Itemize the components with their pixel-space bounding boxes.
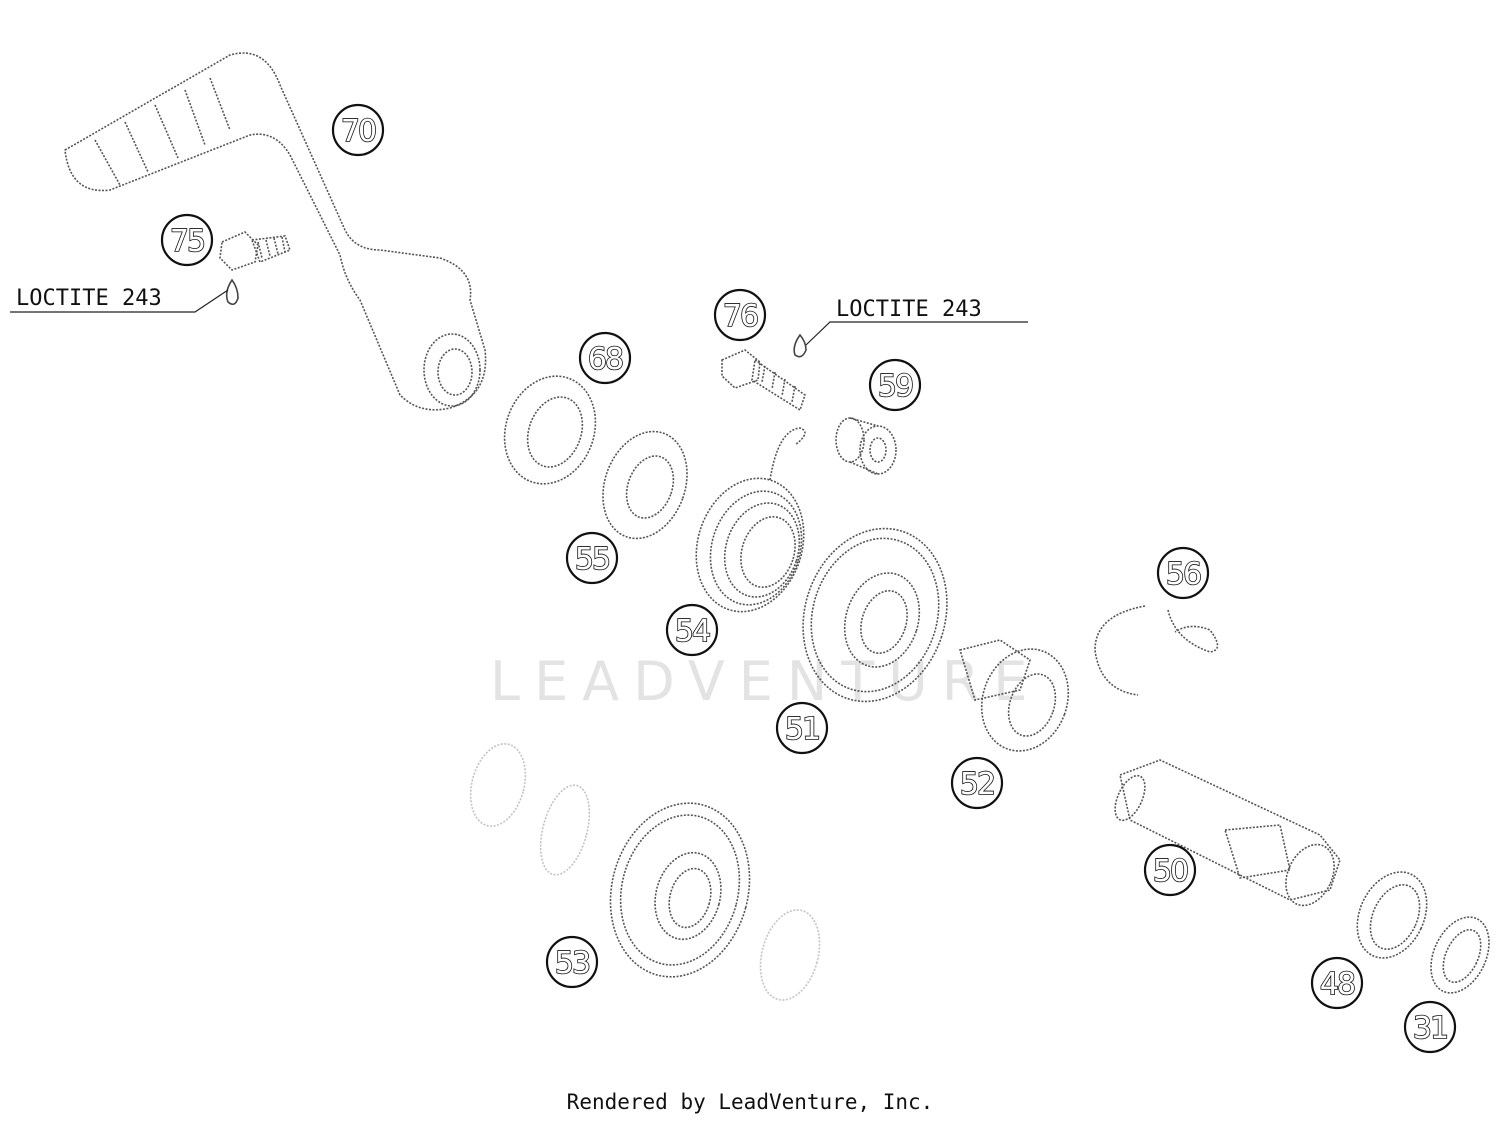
kickstarter-gear (802, 527, 948, 703)
watermark: LEADVENTURE (490, 650, 1041, 713)
sleeve (835, 417, 897, 475)
svg-text:59: 59 (878, 369, 912, 404)
callout-55: 55 (565, 531, 619, 585)
svg-text:53: 53 (555, 946, 589, 981)
footer-credit: Rendered by LeadVenture, Inc. (566, 1090, 934, 1114)
bushing (602, 430, 688, 540)
callout-48: 48 (1310, 956, 1364, 1010)
callout-53: 53 (545, 935, 599, 989)
svg-text:LOCTITE 243: LOCTITE 243 (16, 286, 162, 311)
callout-68: 68 (578, 331, 632, 385)
loctite-note-left: LOCTITE 243 (10, 286, 229, 313)
spring-bolt (721, 333, 807, 412)
svg-text:54: 54 (675, 614, 710, 649)
circlip (1094, 605, 1219, 696)
svg-text:76: 76 (723, 299, 758, 334)
callout-59: 59 (868, 358, 922, 412)
lever-bolt (219, 231, 292, 306)
svg-text:55: 55 (575, 542, 609, 577)
ratchet (958, 639, 1070, 752)
svg-text:56: 56 (1166, 557, 1201, 592)
svg-text:68: 68 (588, 342, 623, 377)
callout-31: 31 (1403, 1000, 1457, 1054)
phantom-parts (469, 743, 821, 1001)
svg-text:75: 75 (170, 224, 204, 259)
callout-50: 50 (1143, 843, 1197, 897)
callout-54: 54 (665, 603, 719, 657)
kickstarter-lever (64, 52, 487, 411)
washer (1430, 916, 1490, 994)
loctite-note-right: LOCTITE 243 (805, 297, 1028, 346)
callout-76: 76 (713, 288, 767, 342)
snap-ring (1356, 871, 1428, 959)
svg-text:50: 50 (1153, 854, 1188, 889)
callout-56: 56 (1156, 546, 1210, 600)
callout-75: 75 (160, 213, 214, 267)
callout-51: 51 (775, 701, 829, 755)
svg-text:31: 31 (1413, 1011, 1447, 1046)
return-spring (695, 427, 806, 613)
kickstarter-shaft (1114, 759, 1341, 907)
seal-ring (503, 375, 597, 485)
callout-52: 52 (950, 756, 1004, 810)
callout-70: 70 (331, 103, 385, 157)
svg-text:51: 51 (785, 712, 819, 747)
svg-text:48: 48 (1320, 967, 1355, 1002)
idler-gear (609, 802, 751, 978)
svg-text:52: 52 (960, 767, 994, 802)
svg-text:LOCTITE 243: LOCTITE 243 (836, 297, 982, 322)
svg-text:70: 70 (341, 114, 376, 149)
